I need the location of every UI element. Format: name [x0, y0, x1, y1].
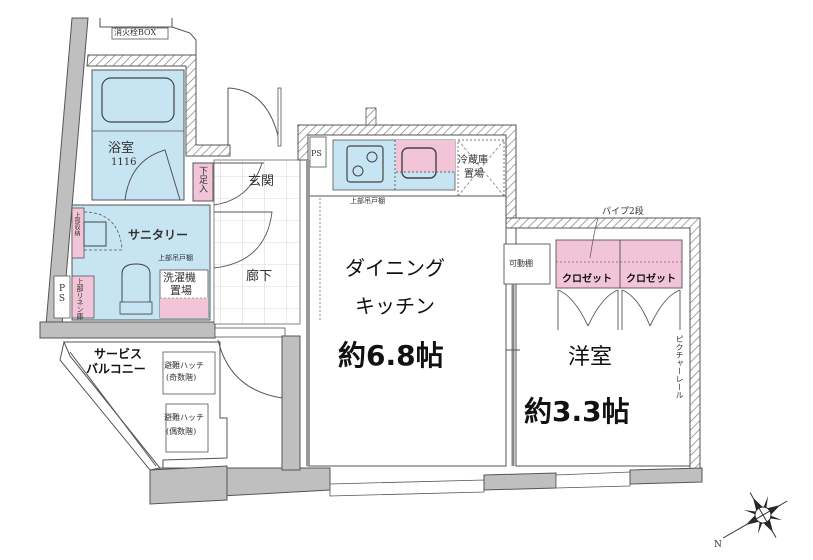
dining-kitchen: [307, 195, 507, 467]
linen-cabinet-label: 上部リネン庫: [76, 278, 84, 320]
service-balcony-label-2: バルコニー: [86, 362, 146, 376]
compass-north-label: N: [714, 540, 722, 550]
fridge-space-label: 冷蔵庫: [458, 155, 488, 166]
picture-rail-label: ピクチャーレール: [675, 335, 684, 399]
dining-kitchen-label-2: キッチン: [355, 294, 435, 318]
ps-top-label: PS: [311, 149, 322, 158]
service-balcony: [59, 340, 228, 505]
hatch-odd-label-2: (奇数階): [166, 373, 197, 382]
entrance-label: 玄関: [248, 174, 275, 189]
dining-kitchen-size: 約6.8帖: [338, 339, 444, 372]
corridor-label: 廊下: [246, 269, 273, 284]
closet-1-label: クロゼット: [562, 274, 612, 285]
ps-left-label: PS: [57, 284, 67, 304]
sanitary-upper-cabinet-label: 上部吊戸棚: [158, 254, 193, 262]
sanitary-label: サニタリー: [128, 228, 189, 242]
washer-space-label: 洗濯機: [163, 271, 196, 284]
washer-space-label-2: 置場: [170, 284, 192, 297]
hatch-even-label: 避難ハッチ: [164, 413, 204, 422]
shoe-box: [192, 162, 214, 202]
western-room-label: 洋室: [568, 345, 613, 370]
compass-icon: [722, 492, 788, 539]
dining-kitchen-label-1: ダイニング: [345, 256, 445, 280]
fridge-space-label-2: 置場: [464, 169, 484, 180]
pipe-space-left: [53, 275, 71, 319]
bathroom-label: 浴室: [108, 141, 135, 156]
fire-hydrant-box-label: 消火栓BOX: [114, 28, 157, 37]
kitchen-upper-cabinet-label: 上部吊戸棚: [350, 197, 385, 205]
hatch-odd-label: 避難ハッチ: [164, 361, 204, 370]
shoe-box-label: 下足入: [197, 166, 207, 193]
bathroom-size-label: 1116: [111, 157, 137, 168]
movable-shelf-label: 可動棚: [509, 259, 533, 268]
western-room: [515, 227, 691, 467]
pipe-2-tier-label: パイプ2段: [602, 207, 644, 217]
hatch-even-label-2: (偶数階): [166, 427, 197, 436]
service-balcony-label: サービス: [94, 347, 143, 361]
sanitary-shelf-label: 上部収納: [73, 212, 80, 236]
fire-hydrant-box: [99, 18, 197, 57]
closet-2-label: クロゼット: [626, 274, 676, 285]
western-room-size: 約3.3帖: [524, 395, 630, 428]
